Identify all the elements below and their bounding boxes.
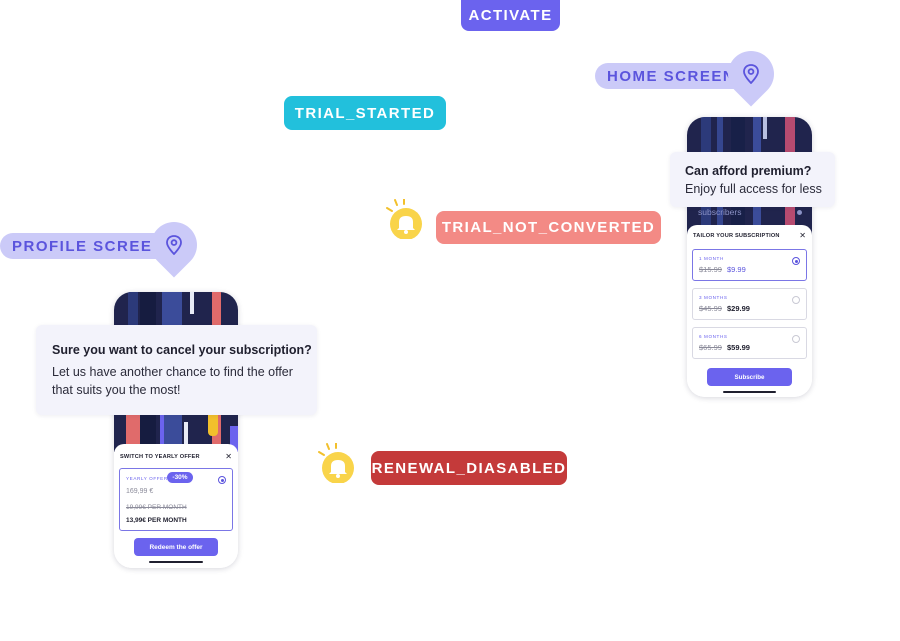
profile-tooltip: Sure you want to cancel your subscriptio… (36, 325, 317, 415)
plan-label: 1 MONTH (699, 256, 724, 261)
close-icon[interactable]: ✕ (225, 452, 232, 461)
new-monthly-price: 13,99€ PER MONTH (126, 517, 187, 524)
subscription-sheet: TAILOR YOUR SUBSCRIPTION ✕ 1 MONTH $15.9… (687, 225, 812, 397)
sheet-title: TAILOR YOUR SUBSCRIPTION (693, 233, 780, 239)
bell-icon (384, 198, 422, 240)
event-tag-renewal-disabled: RENEWAL_DIASABLED (371, 451, 567, 485)
discount-badge: -30% (167, 472, 193, 483)
profile-screen-label: PROFILE SCREEN (0, 233, 175, 259)
plan-old-price: $65.99 (699, 343, 722, 352)
background-text: subscribers (698, 207, 742, 217)
location-pin-icon (151, 222, 197, 268)
page-dot (797, 210, 802, 215)
tooltip-body: Enjoy full access for less (685, 182, 822, 196)
home-tooltip: Can afford premium? Enjoy full access fo… (670, 152, 835, 207)
plan-label: 6 MONTHS (699, 334, 728, 339)
plan-radio[interactable] (792, 335, 800, 343)
plan-label: 3 MONTHS (699, 295, 728, 300)
plan-new-price: $59.99 (727, 343, 750, 352)
plan-radio[interactable] (792, 257, 800, 265)
subscribe-button[interactable]: Subscribe (707, 368, 792, 386)
home-indicator (723, 391, 776, 393)
tooltip-body-line-2: that suits you the most! (52, 383, 181, 397)
event-tag-activate: ACTIVATE (461, 0, 560, 31)
plan-radio[interactable] (792, 296, 800, 304)
tooltip-title: Can afford premium? (685, 164, 812, 178)
event-tag-trial-started: TRIAL_STARTED (284, 96, 446, 130)
plan-old-price: $15.99 (699, 265, 722, 274)
offer-radio[interactable] (218, 476, 226, 484)
plan-new-price: $9.99 (727, 265, 746, 274)
offer-label: YEARLY OFFER (126, 476, 168, 481)
tooltip-title: Sure you want to cancel your subscriptio… (52, 343, 312, 357)
plan-old-price: $45.99 (699, 304, 722, 313)
old-monthly-price: 19,99€ PER MONTH (126, 504, 187, 511)
redeem-offer-button[interactable]: Redeem the offer (134, 538, 218, 556)
location-pin-icon (728, 51, 774, 97)
yearly-price: 169,99 € (126, 488, 154, 495)
bell-icon (316, 442, 354, 484)
plan-new-price: $29.99 (727, 304, 750, 313)
plan-option-1-month[interactable]: 1 MONTH $15.99 $9.99 (692, 249, 807, 281)
plan-option-6-months[interactable]: 6 MONTHS $65.99 $59.99 (692, 327, 807, 359)
plan-option-3-months[interactable]: 3 MONTHS $45.99 $29.99 (692, 288, 807, 320)
sheet-title: SWITCH TO YEARLY OFFER (120, 454, 200, 460)
close-icon[interactable]: ✕ (799, 231, 806, 240)
event-tag-trial-not-converted: TRIAL_NOT_CONVERTED (436, 211, 661, 244)
yearly-offer-card[interactable]: YEARLY OFFER -30% 169,99 € 19,99€ PER MO… (119, 468, 233, 531)
tooltip-body-line-1: Let us have another chance to find the o… (52, 365, 293, 379)
home-indicator (149, 561, 203, 563)
offer-sheet: SWITCH TO YEARLY OFFER ✕ YEARLY OFFER -3… (114, 444, 238, 568)
